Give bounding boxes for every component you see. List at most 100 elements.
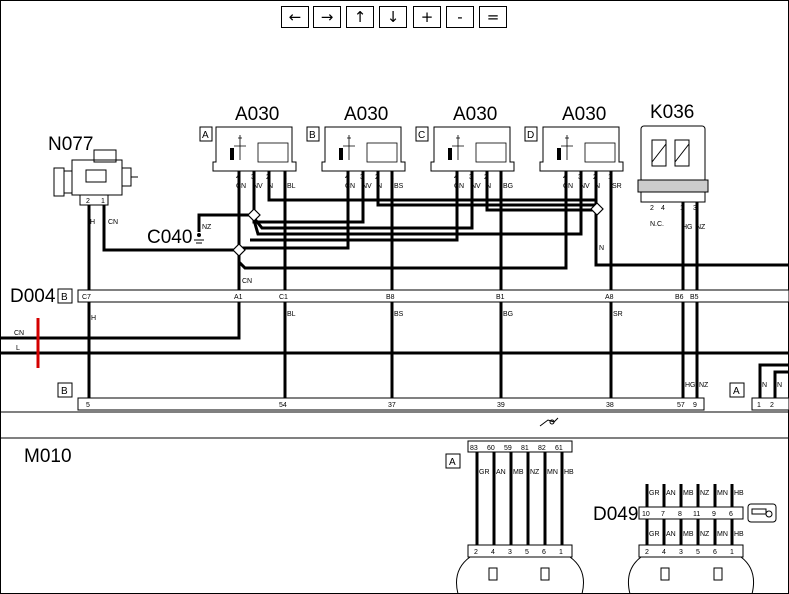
svg-text:NV: NV — [471, 183, 481, 190]
svg-text:H: H — [90, 219, 95, 226]
svg-text:CN: CN — [345, 183, 355, 190]
m010-label: M010 — [24, 446, 72, 467]
svg-text:CN: CN — [242, 278, 252, 285]
m010-top-pins: 83 60 59 81 82 61 — [470, 445, 563, 452]
svg-text:38: 38 — [606, 402, 614, 409]
svg-text:C: C — [418, 130, 425, 141]
svg-text:N: N — [599, 245, 604, 252]
pan-up-button[interactable]: ↑ — [346, 6, 374, 28]
pan-left-button[interactable]: ← — [281, 6, 309, 28]
pan-right-button[interactable]: → — [313, 6, 341, 28]
svg-text:A030: A030 — [562, 104, 606, 125]
svg-text:2: 2 — [770, 402, 774, 409]
svg-text:A8: A8 — [605, 294, 614, 301]
svg-text:10: 10 — [642, 511, 650, 518]
svg-text:A030: A030 — [344, 104, 388, 125]
n077-actuator-symbol — [53, 149, 138, 206]
a030-module-c: A030 C — [415, 104, 515, 172]
svg-text:N: N — [377, 183, 382, 190]
svg-text:L: L — [16, 345, 20, 352]
a030-module-b: A030 B — [306, 104, 406, 172]
svg-text:A: A — [733, 386, 740, 397]
svg-text:GR: GR — [649, 490, 660, 497]
zoom-in-button[interactable]: + — [413, 6, 441, 28]
svg-text:2: 2 — [650, 205, 654, 212]
svg-text:HB: HB — [564, 469, 574, 476]
svg-text:9: 9 — [712, 511, 716, 518]
svg-text:H: H — [91, 315, 96, 322]
svg-text:A: A — [449, 457, 456, 468]
svg-text:6: 6 — [713, 549, 717, 556]
svg-text:NZ: NZ — [699, 382, 709, 389]
svg-text:GR: GR — [649, 531, 660, 538]
zoom-out-button[interactable]: - — [446, 6, 474, 28]
svg-text:N: N — [762, 382, 767, 389]
ground-connector-icon — [539, 417, 559, 427]
svg-text:2: 2 — [474, 549, 478, 556]
svg-text:60: 60 — [487, 445, 495, 452]
svg-text:HG: HG — [685, 382, 696, 389]
svg-text:3: 3 — [679, 549, 683, 556]
svg-text:BS: BS — [394, 183, 404, 190]
fit-view-button[interactable]: = — [479, 6, 507, 28]
svg-text:BG: BG — [503, 311, 513, 318]
svg-text:CN: CN — [14, 330, 24, 337]
svg-text:BL: BL — [287, 311, 296, 318]
svg-text:B: B — [61, 386, 68, 397]
svg-text:MN: MN — [717, 490, 728, 497]
svg-text:NV: NV — [362, 183, 372, 190]
svg-text:2: 2 — [645, 549, 649, 556]
d004-bottom-pins: 5 54 37 39 38 57 9 — [86, 402, 697, 409]
svg-text:MB: MB — [683, 531, 694, 538]
svg-text:N: N — [777, 382, 782, 389]
d049-bottom-pins: 2 4 3 5 6 1 — [645, 549, 734, 556]
svg-text:N: N — [595, 183, 600, 190]
svg-text:59: 59 — [504, 445, 512, 452]
svg-text:BG: BG — [503, 183, 513, 190]
svg-text:HB: HB — [734, 531, 744, 538]
m010-bottom-pins: 2 4 3 5 6 1 — [474, 549, 563, 556]
svg-text:81: 81 — [521, 445, 529, 452]
svg-text:39: 39 — [497, 402, 505, 409]
svg-text:MN: MN — [547, 469, 558, 476]
svg-text:83: 83 — [470, 445, 478, 452]
svg-text:N.C.: N.C. — [650, 221, 664, 228]
svg-text:5: 5 — [525, 549, 529, 556]
svg-text:C7: C7 — [82, 294, 91, 301]
svg-text:B5: B5 — [690, 294, 699, 301]
svg-text:9: 9 — [693, 402, 697, 409]
svg-text:1: 1 — [101, 198, 105, 205]
svg-text:3: 3 — [508, 549, 512, 556]
svg-text:B8: B8 — [386, 294, 395, 301]
pan-down-button[interactable]: ↓ — [379, 6, 407, 28]
svg-text:AN: AN — [666, 531, 676, 538]
svg-text:SR: SR — [613, 311, 623, 318]
svg-text:3: 3 — [693, 205, 697, 212]
svg-text:NZ: NZ — [696, 224, 706, 231]
svg-text:A: A — [202, 130, 209, 141]
upper-wiring — [87, 171, 789, 290]
svg-text:CN: CN — [236, 183, 246, 190]
svg-text:NZ: NZ — [530, 469, 540, 476]
svg-text:4: 4 — [491, 549, 495, 556]
d049-label: D049 — [593, 504, 638, 525]
svg-text:CN: CN — [563, 183, 573, 190]
svg-text:CN: CN — [108, 219, 118, 226]
d004-top-pins: C7 A1 C1 B8 B1 A8 B6 B5 — [82, 294, 699, 301]
svg-text:2: 2 — [86, 198, 90, 205]
d004-label: D004 — [10, 286, 56, 307]
svg-text:NZ: NZ — [700, 531, 710, 538]
svg-text:MB: MB — [513, 469, 524, 476]
svg-text:B1: B1 — [496, 294, 505, 301]
c040-label: C040 — [147, 227, 192, 248]
svg-text:SR: SR — [612, 183, 622, 190]
svg-text:HG: HG — [682, 224, 693, 231]
n077-label: N077 — [48, 134, 93, 155]
svg-text:4: 4 — [661, 205, 665, 212]
svg-text:D: D — [527, 130, 534, 141]
svg-text:57: 57 — [677, 402, 685, 409]
svg-text:NZ: NZ — [202, 224, 212, 231]
svg-text:6: 6 — [542, 549, 546, 556]
svg-text:AN: AN — [666, 490, 676, 497]
